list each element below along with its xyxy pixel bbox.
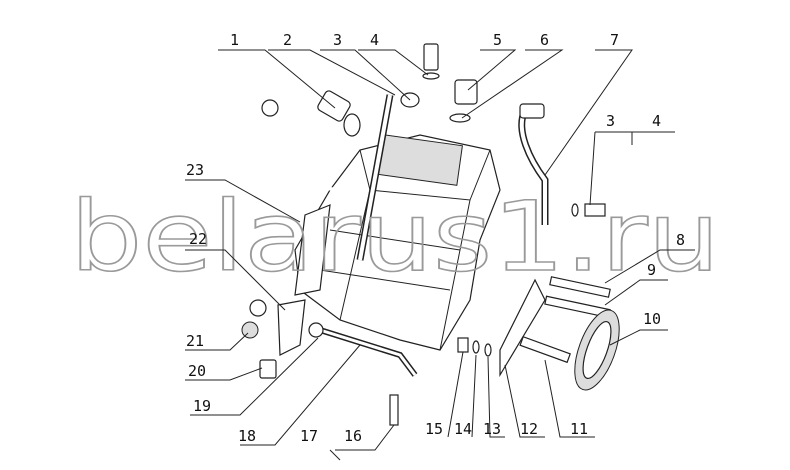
label-part-2: 2 <box>283 31 292 49</box>
watermark: belarus1.ru <box>70 181 720 293</box>
label-part-17: 17 <box>300 427 318 445</box>
label-part-13: 13 <box>483 420 501 438</box>
label-part-14: 14 <box>454 420 472 438</box>
label-part-19: 19 <box>193 397 211 415</box>
label-part-1: 1 <box>230 31 239 49</box>
label-part-18: 18 <box>238 427 256 445</box>
label-part-16: 16 <box>344 427 362 445</box>
label-part-8: 8 <box>676 231 685 249</box>
label-part-3: 3 <box>333 31 342 49</box>
part-labels: 1 2 3 4 5 6 7 3 4 8 9 10 11 12 13 14 15 … <box>186 31 685 445</box>
label-part-10: 10 <box>643 310 661 328</box>
label-part-21: 21 <box>186 332 204 350</box>
label-part-5: 5 <box>493 31 502 49</box>
label-part-15: 15 <box>425 420 443 438</box>
label-part-7: 7 <box>610 31 619 49</box>
leader-lines <box>185 49 695 461</box>
label-part-9: 9 <box>647 261 656 279</box>
assembly-drawing <box>241 43 620 426</box>
label-part-3-right: 3 <box>606 112 615 130</box>
label-part-20: 20 <box>188 362 206 380</box>
label-part-4-right: 4 <box>652 112 661 130</box>
label-part-12: 12 <box>520 420 538 438</box>
label-part-23: 23 <box>186 161 204 179</box>
label-part-22: 22 <box>189 230 207 248</box>
label-part-4: 4 <box>370 31 379 49</box>
label-part-11: 11 <box>570 420 588 438</box>
label-part-6: 6 <box>540 31 549 49</box>
